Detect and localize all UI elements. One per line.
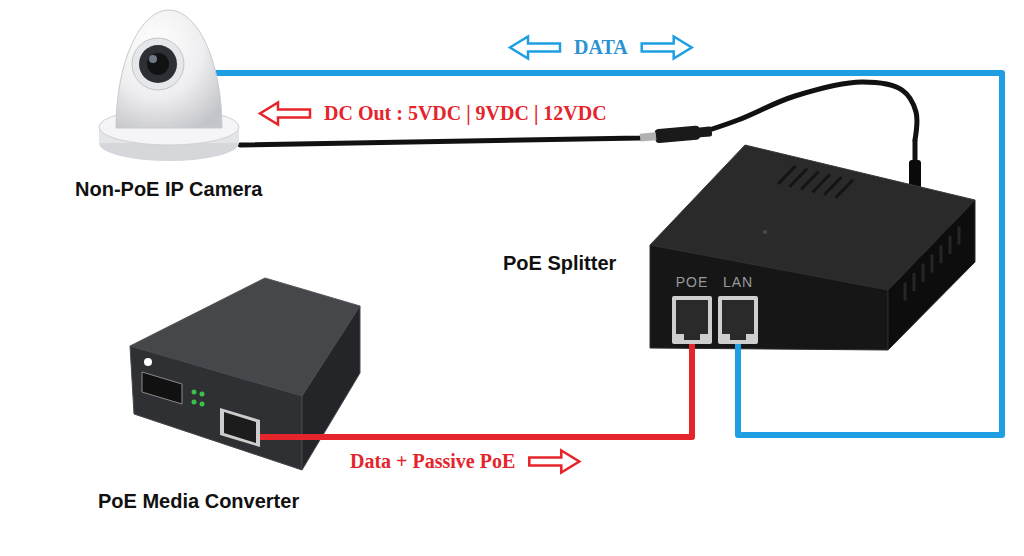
direction-arrow: [642, 37, 692, 59]
camera-illustration: [147, 53, 169, 75]
cable-connector: [362, 352, 692, 437]
port-label: LAN: [723, 274, 753, 290]
connector-label: DATA: [572, 36, 630, 59]
converter-illustration: [192, 390, 197, 395]
converter-illustration: [144, 358, 152, 366]
splitter-illustration: [684, 332, 700, 340]
poe-splitter: PoE SplitterPOELAN: [645, 140, 980, 352]
device-label: PoE Splitter: [503, 252, 616, 275]
cable-connector: [240, 82, 917, 145]
plug-illustration: [640, 132, 657, 141]
converter-illustration: [192, 400, 197, 405]
splitter-illustration: [730, 332, 746, 340]
camera-illustration: [149, 55, 157, 63]
splitter-illustration: [763, 230, 767, 234]
converter-illustration: [258, 434, 362, 440]
splitter-illustration: [718, 296, 758, 344]
splitter-illustration: [672, 296, 712, 344]
splitter-illustration: [650, 245, 888, 350]
media-converter: PoE Media Converter: [130, 278, 362, 473]
converter-illustration: [220, 408, 260, 447]
camera-illustration: [99, 10, 240, 161]
camera-illustration: [116, 10, 222, 128]
plug-illustration: [654, 125, 700, 143]
converter-illustration: [142, 372, 182, 404]
converter-illustration: [224, 412, 256, 443]
direction-arrow: [260, 103, 310, 125]
splitter-illustration: [722, 300, 754, 334]
splitter-illustration: [888, 200, 975, 350]
splitter-illustration: [778, 166, 853, 198]
ip-camera: Non-PoE IP Camera: [98, 8, 240, 168]
connector-label: Data + Passive PoE: [348, 450, 517, 473]
splitter-illustration: [905, 227, 959, 301]
direction-arrow: [510, 37, 560, 59]
splitter-illustration: [650, 140, 975, 352]
connector-label: DC Out : 5VDC | 9VDC | 12VDC: [322, 102, 609, 125]
converter-illustration: [130, 278, 362, 470]
port-label: POE: [676, 274, 709, 290]
camera-illustration: [139, 45, 177, 83]
direction-arrow: [529, 451, 579, 473]
converter-illustration: [200, 402, 205, 407]
converter-illustration: [200, 392, 205, 397]
device-label: Non-PoE IP Camera: [75, 178, 262, 201]
device-label: PoE Media Converter: [98, 490, 299, 513]
converter-illustration: [302, 306, 360, 470]
camera-illustration: [132, 38, 184, 90]
splitter-illustration: [676, 300, 708, 334]
converter-illustration: [130, 346, 302, 470]
plug-illustration: [640, 124, 713, 144]
